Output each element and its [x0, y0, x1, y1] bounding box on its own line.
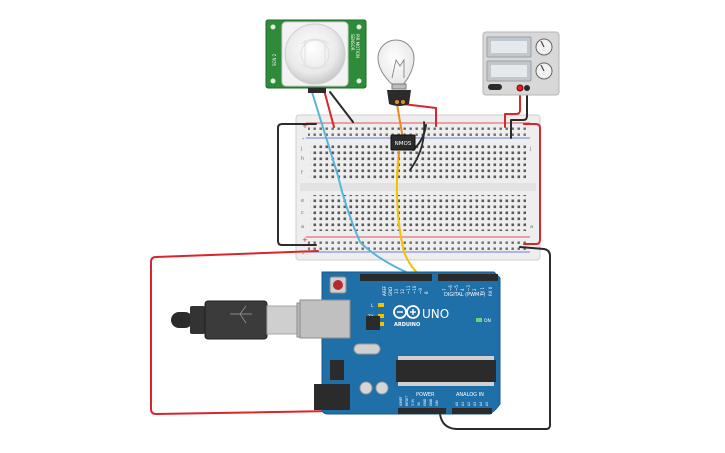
power-pin-label: RESET [405, 396, 409, 406]
rail-plus-label: + [302, 236, 308, 244]
analog-pin-label: A4 [479, 402, 483, 406]
arduino-logo-icon [393, 305, 420, 319]
row-letter: j [529, 146, 531, 152]
row-letter: a [530, 224, 533, 230]
analog-pin-label: A1 [461, 402, 465, 406]
digital-pin-label: ~11 [406, 285, 411, 294]
wire-cyan-signal [311, 91, 421, 279]
analog-pin-label: A3 [473, 402, 477, 406]
gnd-label: GND [388, 287, 393, 296]
wire-red-pir [323, 89, 335, 128]
power-pin-label: 5V [417, 401, 421, 406]
analog-pin-label: A2 [467, 402, 471, 406]
wire-red-5v [150, 250, 394, 415]
wire-black-supply [510, 90, 528, 139]
wire-black-pir [329, 91, 354, 123]
mosfet-label: NMOS [395, 141, 412, 147]
arduino-brand: ARDUINO [394, 322, 420, 328]
digital-pin-label: ~6 [448, 285, 453, 291]
pir-side-label: SENSOR [350, 34, 355, 51]
analog-header-label: ANALOG IN [456, 392, 484, 398]
digital-pin-label: ~3 [466, 285, 471, 291]
digital-pin-label: 2 [472, 288, 477, 291]
on-label: ON [484, 318, 491, 324]
power-supply[interactable] [482, 31, 560, 96]
row-letter: e [301, 198, 304, 204]
digital-pin-label: ~9 [418, 288, 423, 294]
power-pin-label: 3.3V [411, 398, 415, 406]
power-pin-label: GND [423, 398, 427, 406]
digital-pin-label: 13 [394, 288, 399, 294]
analog-pin-label: A5 [485, 402, 489, 406]
row-letter: a [301, 224, 304, 230]
power-header-label: POWER [416, 392, 435, 398]
power-pin-label: IOREF [399, 396, 403, 406]
pir-side-label: PIR MOTION [355, 34, 360, 58]
wire-black-left [277, 123, 317, 246]
digital-pin-label: ~10 [412, 285, 417, 294]
wire-red-right [523, 123, 541, 245]
pir-side-label: SCN 2 [272, 53, 277, 66]
row-letter: h [301, 156, 304, 162]
aref-label: AREF [382, 285, 387, 296]
wire-red-supply [504, 90, 521, 128]
nmos-transistor[interactable]: NMOS [390, 134, 416, 151]
digital-pin-label: 4 [460, 288, 465, 291]
wire-black-gnd [439, 246, 551, 430]
light-bulb[interactable] [377, 39, 415, 106]
wire-black-mosfet-2 [409, 121, 426, 171]
row-letter: j [300, 146, 302, 152]
led-l-label: L [371, 303, 374, 309]
digital-pin-label: 12 [400, 288, 405, 294]
row-letter: c [301, 210, 304, 216]
breadboard[interactable]: j h f e c a j a + - + - [295, 114, 541, 261]
digital-pin-label: RX 0 [488, 286, 493, 296]
row-letter: f [301, 170, 303, 176]
rail-minus-label: - [302, 250, 305, 258]
rail-minus-label: - [302, 135, 305, 143]
rail-plus-label: + [302, 122, 308, 130]
power-pin-label: VIN [435, 400, 439, 406]
pir-motion-sensor[interactable]: PIR MOTION SENSOR SCN 2 [265, 19, 367, 93]
analog-pin-label: A0 [455, 402, 459, 406]
wire-red-lamp [402, 103, 437, 127]
digital-pin-label: ~5 [454, 285, 459, 291]
digital-pins-label: DIGITAL (PWM~) [444, 292, 486, 298]
power-pin-label: GND [429, 398, 433, 406]
digital-pin-label: 8 [424, 291, 429, 294]
digital-pin-label: TX 1 [480, 287, 485, 297]
arduino-model: UNO [422, 307, 449, 321]
arduino-uno-board[interactable]: DIGITAL (PWM~) AREF GND 13 12 ~11 ~10 ~9… [299, 271, 501, 415]
digital-pin-label: 7 [442, 288, 447, 291]
